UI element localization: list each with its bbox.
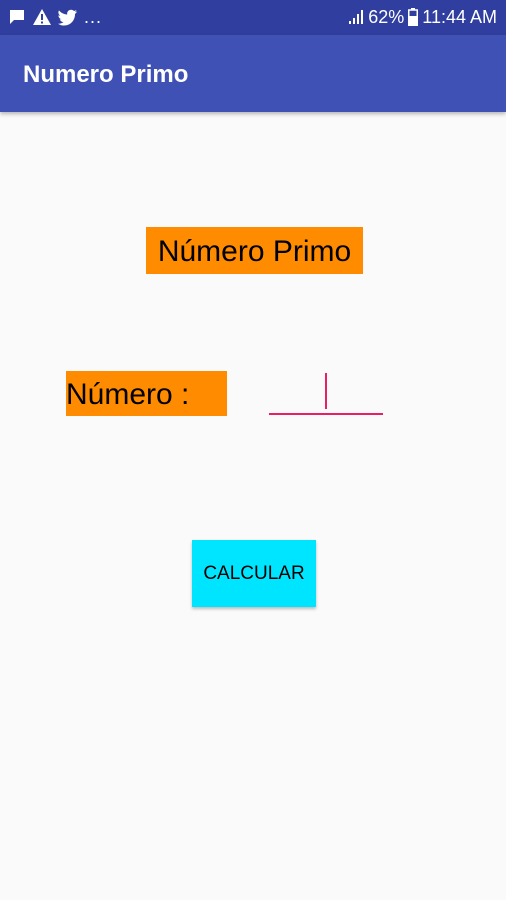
status-bar: ... 62% 11:44 AM bbox=[0, 0, 506, 35]
calculate-button[interactable]: CALCULAR bbox=[192, 540, 316, 607]
text-cursor bbox=[325, 373, 327, 409]
system-status-area: 62% 11:44 AM bbox=[348, 7, 497, 27]
app-title: Numero Primo bbox=[23, 61, 189, 88]
more-notifications-indicator: ... bbox=[84, 7, 103, 27]
signal-icon bbox=[348, 9, 364, 25]
notification-area: ... bbox=[8, 7, 102, 27]
warning-icon bbox=[32, 8, 52, 26]
clock: 11:44 AM bbox=[422, 6, 497, 27]
app-bar: Numero Primo bbox=[0, 35, 506, 112]
number-label: Número : bbox=[66, 371, 227, 416]
chat-icon bbox=[8, 8, 26, 26]
battery-percent: 62% bbox=[368, 6, 405, 27]
page-heading: Número Primo bbox=[146, 227, 363, 274]
battery-icon bbox=[408, 8, 419, 26]
twitter-icon bbox=[58, 9, 78, 26]
